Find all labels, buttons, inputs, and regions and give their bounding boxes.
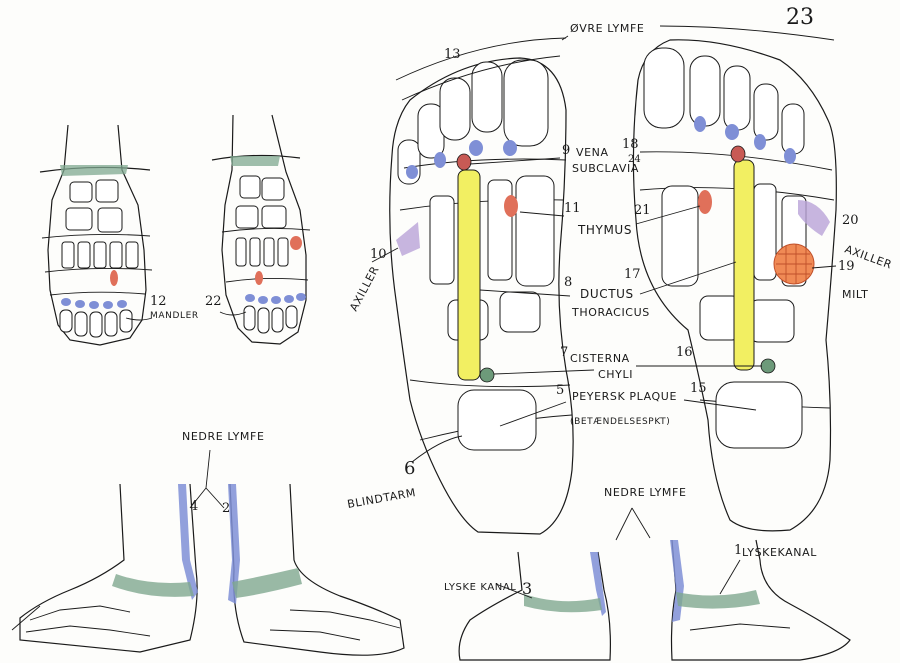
annotations: ØVRE LYMFE 13 9 VENA SUBCLAVIA 24 18 11 … bbox=[346, 22, 894, 511]
axilla-point bbox=[396, 222, 420, 256]
ductus-thoracicus bbox=[733, 159, 755, 371]
ankle-band bbox=[112, 574, 194, 597]
num-4: 4 bbox=[190, 499, 198, 514]
num-3: 3 bbox=[522, 579, 532, 598]
num-16: 16 bbox=[676, 345, 693, 360]
label-vena: VENA bbox=[576, 146, 609, 159]
num-13: 13 bbox=[444, 47, 461, 62]
label-mandler: MANDLER bbox=[150, 311, 199, 321]
num-18: 18 bbox=[622, 137, 639, 152]
lower-lymph-vessel bbox=[178, 484, 198, 600]
num-2: 2 bbox=[222, 501, 230, 516]
label-milt: MILT bbox=[842, 288, 868, 301]
num-21: 21 bbox=[634, 203, 651, 218]
lower-lymph-vessel bbox=[228, 484, 240, 604]
num-20: 20 bbox=[842, 213, 859, 228]
lower-lymph-vessel bbox=[670, 540, 684, 622]
small-dorsal-foot-right: 22 bbox=[205, 114, 311, 345]
label-nedre-lymfe-right: NEDRE LYMFE bbox=[604, 486, 687, 499]
num-6: 6 bbox=[404, 458, 415, 479]
num-19: 19 bbox=[838, 259, 855, 274]
lymph-node-red bbox=[290, 236, 302, 250]
num-24: 24 bbox=[628, 154, 641, 165]
num-11: 11 bbox=[564, 201, 581, 216]
page-number: 23 bbox=[786, 5, 814, 30]
cisterna-chyli-point bbox=[760, 358, 776, 374]
vena-subclavia-point bbox=[456, 153, 472, 171]
num-10: 10 bbox=[370, 247, 387, 262]
large-sole-foot-right bbox=[632, 25, 837, 532]
label-chyli: CHYLI bbox=[598, 368, 633, 381]
num-8: 8 bbox=[564, 275, 572, 290]
label-blindtarm: BLINDTARM bbox=[346, 486, 417, 511]
label-cisterna: CISTERNA bbox=[570, 352, 630, 365]
ductus-thoracicus bbox=[457, 169, 481, 381]
num-22: 22 bbox=[205, 294, 222, 309]
label-subclavia: SUBCLAVIA bbox=[572, 162, 639, 175]
lower-lymph-vessel bbox=[590, 552, 606, 616]
vena-subclavia-point bbox=[730, 145, 746, 163]
label-lyskekanal-right: LYSKEKANAL bbox=[742, 546, 817, 559]
large-sole-foot-left bbox=[389, 37, 574, 535]
num-7: 7 bbox=[560, 345, 568, 360]
toe-nodes bbox=[59, 298, 133, 338]
thymus-point bbox=[504, 195, 518, 217]
label-thoracicus: THORACICUS bbox=[571, 306, 650, 319]
num-9: 9 bbox=[562, 143, 570, 158]
axilla-point bbox=[798, 200, 830, 236]
num-5: 5 bbox=[556, 383, 564, 398]
toe-nodes bbox=[243, 293, 306, 334]
num-12: 12 bbox=[150, 294, 167, 309]
ankle-band bbox=[676, 590, 760, 609]
num-1: 1 bbox=[734, 543, 742, 558]
ankle-band bbox=[60, 165, 128, 176]
ankle-band bbox=[524, 594, 602, 613]
num-15: 15 bbox=[690, 381, 707, 396]
label-lyskekanal-left: LYSKE KANAL bbox=[444, 582, 516, 593]
ankle-band bbox=[232, 568, 302, 598]
label-ovre-lymfe: ØVRE LYMFE bbox=[570, 22, 644, 35]
label-peyers: PEYERSK PLAQUE bbox=[572, 390, 677, 403]
label-thymus: THYMUS bbox=[577, 223, 632, 237]
small-dorsal-foot-left: 12 MANDLER bbox=[39, 124, 199, 346]
thymus-point bbox=[698, 190, 712, 214]
num-17: 17 bbox=[624, 267, 641, 282]
label-nedre-lymfe-left: NEDRE LYMFE bbox=[182, 430, 265, 443]
label-axiller-left: AXILLER bbox=[347, 264, 382, 314]
ankle-band bbox=[230, 156, 280, 166]
label-ductus: DUCTUS bbox=[580, 287, 634, 301]
cisterna-chyli-point bbox=[479, 367, 495, 383]
label-betaendelse: (BETÆNDELSESPKT) bbox=[570, 417, 670, 427]
lymph-node-red bbox=[255, 271, 263, 285]
side-view-ankles-right-pair: NEDRE LYMFE LYSKE KANAL 3 1 LYSKEKANAL bbox=[444, 486, 851, 661]
side-view-ankles-left-pair: NEDRE LYMFE 4 2 bbox=[11, 430, 405, 656]
lymph-node-red bbox=[110, 270, 118, 286]
